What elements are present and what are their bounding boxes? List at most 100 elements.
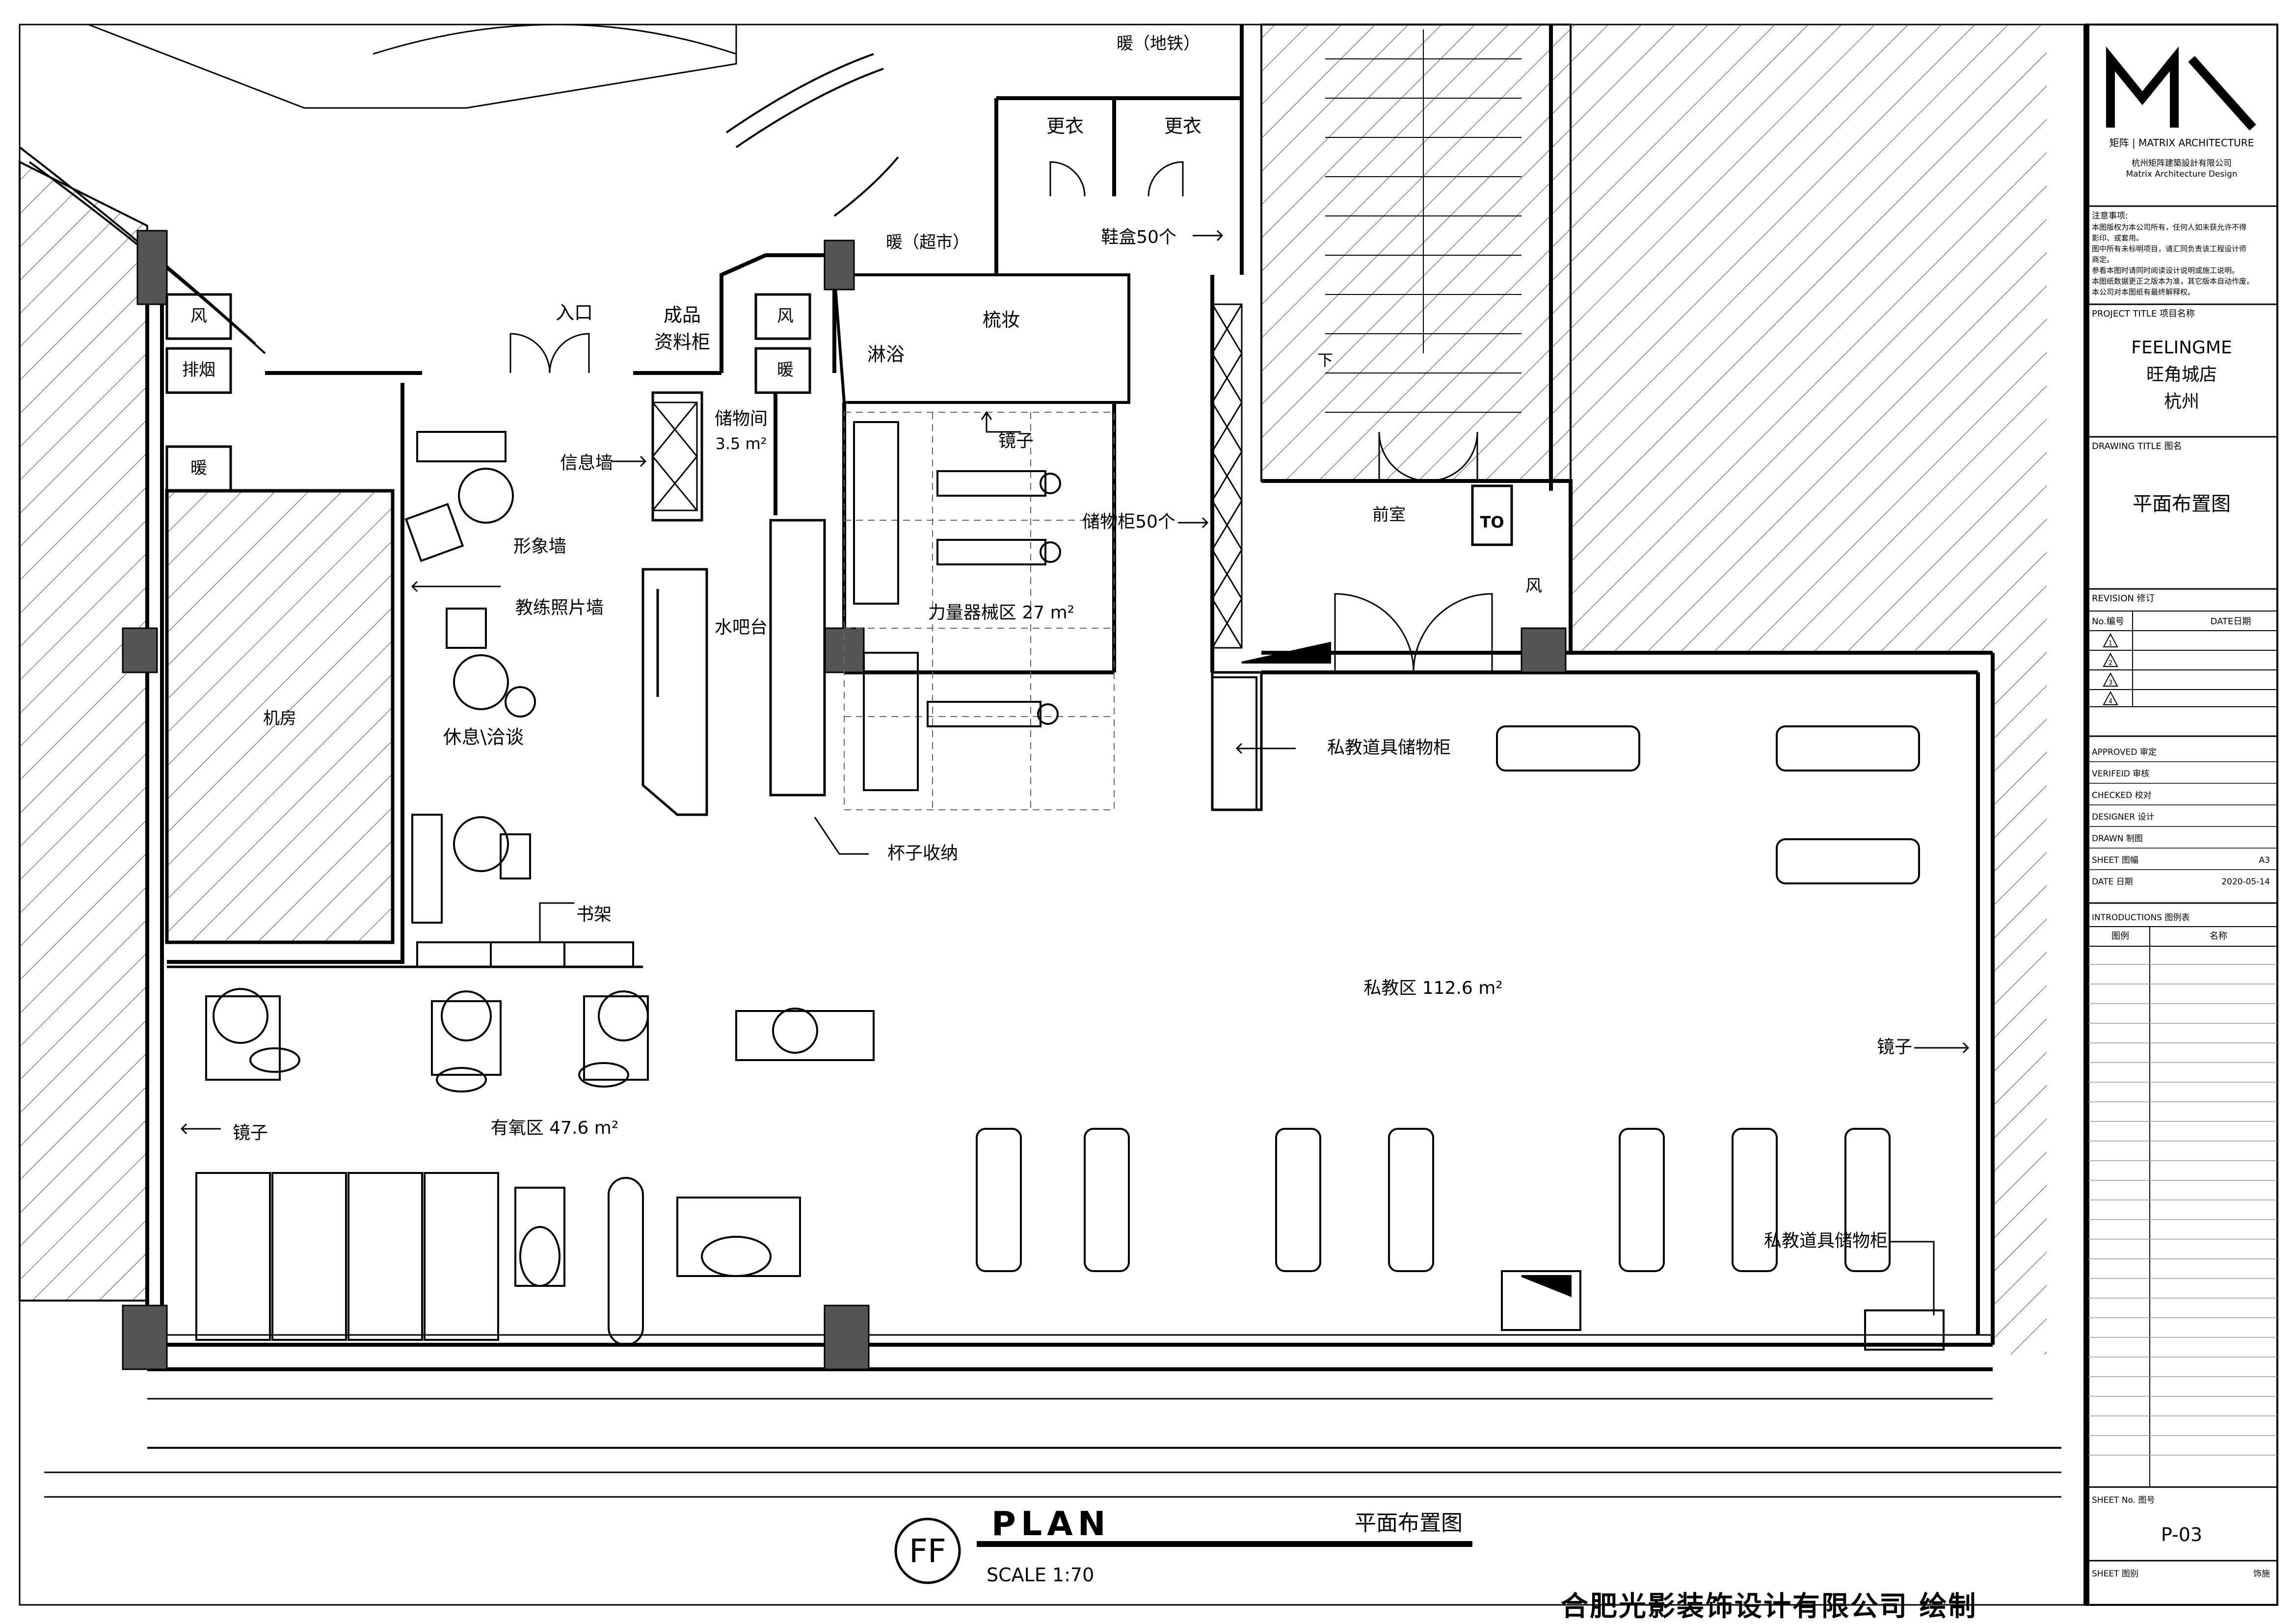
sheet-no: P-03 <box>2161 1524 2202 1545</box>
drawing-title: 平面布置图 <box>2133 493 2231 515</box>
project-title-label: PROJECT TITLE 项目名称 <box>2092 309 2195 319</box>
label-to: TO <box>1480 513 1504 532</box>
rev-mark-3: 3 <box>2109 679 2112 687</box>
legend-col-1: 图例 <box>2111 931 2129 941</box>
sheet-cat-label: SHEET 图别 <box>2092 1569 2138 1579</box>
label-coach-photo-wall: 教练照片墙 <box>515 598 604 618</box>
note-line-5: 参看本图时请同时阅读设计说明或施工说明。 <box>2092 266 2239 275</box>
note-line-4: 商定。 <box>2092 255 2114 264</box>
aerobic-machines <box>195 988 875 1346</box>
project-line-1: FEELINGME <box>2131 338 2232 358</box>
credit-text: 合肥光影装饰设计有限公司 绘制 <box>1561 1590 1977 1623</box>
approval-label-7: DATE 日期 <box>2092 877 2133 887</box>
label-mirror-1: 镜子 <box>998 431 1034 451</box>
label-heat-1: 暖 <box>190 458 207 478</box>
label-storage-room: 储物间 <box>715 409 768 429</box>
logo: 矩阵 | MATRIX ARCHITECTURE 杭州矩阵建築設計有限公司 Ma… <box>2106 46 2256 179</box>
label-heat-2: 暖 <box>777 360 794 380</box>
legend-col-2: 名称 <box>2210 931 2227 941</box>
approval-label-3: CHECKED 校对 <box>2092 791 2152 800</box>
label-bookshelf: 书架 <box>576 905 612 925</box>
label-strength-area: 力量器械区 27 m² <box>928 603 1074 623</box>
plan-subtitle: 平面布置图 <box>1355 1511 1463 1536</box>
walls <box>44 25 2061 1498</box>
rev-mark-4: 4 <box>2109 698 2112 705</box>
room-labels: 风 排烟 暖 机房 入口 成品 资料柜 风 暖 暖（超市） 暖（地铁） 更衣 更… <box>182 34 1912 1251</box>
sheet-cat: 饰施 <box>2253 1569 2270 1579</box>
training-benches <box>976 725 1920 1272</box>
label-down: 下 <box>1317 351 1333 370</box>
storage-cabinets <box>1211 641 1945 1351</box>
label-water-bar: 水吧台 <box>715 617 768 638</box>
label-trainer-storage-1: 私教道具储物柜 <box>1327 738 1451 758</box>
water-bar <box>641 519 826 816</box>
label-dresser: 梳妆 <box>983 309 1020 331</box>
label-document-cabinet: 资料柜 <box>654 331 710 353</box>
label-cup-storage: 杯子收纳 <box>887 843 958 863</box>
label-private-training-area: 私教区 112.6 m² <box>1363 978 1502 998</box>
approval-label-1: APPROVED 审定 <box>2092 747 2157 757</box>
company-cn: 杭州矩阵建築設計有限公司 <box>2132 159 2232 168</box>
label-fan-1: 风 <box>190 306 207 326</box>
approval-label-4: DESIGNER 设计 <box>2092 812 2154 822</box>
label-lounge: 休息\洽谈 <box>443 726 524 748</box>
logo-line: 矩阵 | MATRIX ARCHITECTURE <box>2109 137 2254 149</box>
title-underline <box>977 1541 1472 1547</box>
label-trainer-storage-2: 私教道具储物柜 <box>1764 1231 1888 1251</box>
label-entrance: 入口 <box>556 302 593 323</box>
notes-title: 注意事项: <box>2092 211 2128 221</box>
leader-lines <box>180 230 1970 1315</box>
hatched-areas <box>19 24 2047 1355</box>
approval-label-5: DRAWN 制图 <box>2092 834 2143 844</box>
label-fan-3: 风 <box>1525 576 1542 596</box>
note-line-7: 本公司对本图纸有最终解释权。 <box>2092 288 2195 296</box>
plan-title: PLAN <box>991 1505 1111 1544</box>
note-line-3: 图中所有未标明项目，请汇同负责该工程设计师 <box>2092 244 2246 253</box>
note-line-6: 本图纸数据更正之版本为准，其它版本自动作废。 <box>2092 277 2254 286</box>
date-value: 2020-05-14 <box>2221 877 2270 887</box>
strength-area-grid <box>844 412 1115 810</box>
drawing-footer: FF PLAN 平面布置图 SCALE 1:70 合肥光影装饰设计有限公司 绘制 <box>894 1505 1977 1623</box>
label-machine-room: 机房 <box>263 709 296 728</box>
sheet-badge-circle <box>894 1518 961 1584</box>
locker-stack <box>652 303 1243 649</box>
label-image-wall: 形象墙 <box>513 536 566 557</box>
project-line-2: 旺角城店 <box>2146 365 2217 385</box>
legend-label: INTRODUCTIONS 图例表 <box>2092 913 2189 923</box>
sheet-no-label: SHEET No. 图号 <box>2092 1495 2155 1505</box>
drawing-title-label: DRAWING TITLE 图名 <box>2092 441 2182 452</box>
label-lockers: 储物柜50个 <box>1082 512 1175 532</box>
doors <box>509 161 1493 673</box>
label-heat-metro: 暖（地铁） <box>1117 34 1200 53</box>
label-mirror-3: 镜子 <box>233 1123 268 1143</box>
title-block: 矩阵 | MATRIX ARCHITECTURE 杭州矩阵建築設計有限公司 Ma… <box>2083 24 2278 1606</box>
shaft-boxes <box>165 293 1513 546</box>
stair <box>1325 29 1522 413</box>
label-heat-supermarket: 暖（超市） <box>886 233 969 252</box>
label-anteroom: 前室 <box>1372 505 1406 525</box>
sheet-badge: FF <box>909 1532 946 1570</box>
rev-no-label: No.编号 <box>2092 616 2124 627</box>
approval-label-2: VERIFEID 审核 <box>2092 769 2149 779</box>
label-aerobic-area: 有氧区 47.6 m² <box>491 1118 619 1138</box>
label-changing-room-2: 更衣 <box>1164 115 1201 137</box>
rev-mark-1: 1 <box>2109 640 2112 647</box>
rev-mark-triangles <box>2103 633 2118 705</box>
revision-label: REVISION 修订 <box>2092 593 2155 604</box>
label-shower: 淋浴 <box>867 344 905 365</box>
approval-label-6: SHEET 图幅 <box>2092 855 2138 865</box>
sheet-size-value: A3 <box>2259 855 2270 865</box>
label-product: 成品 <box>664 304 701 326</box>
bookshelf <box>416 941 634 968</box>
note-line-1: 本图版权为本公司所有，任何人如未获允许不得 <box>2092 223 2246 232</box>
label-info-wall: 信息墙 <box>560 453 613 473</box>
label-changing-room-1: 更衣 <box>1046 115 1084 137</box>
label-fan-2: 风 <box>777 306 794 326</box>
company-en: Matrix Architecture Design <box>2126 169 2237 179</box>
lounge-furniture <box>404 431 536 924</box>
strength-machines <box>853 421 1061 791</box>
note-line-2: 影印、或套用。 <box>2092 234 2143 242</box>
rev-mark-2: 2 <box>2109 660 2112 667</box>
label-mirror-2: 镜子 <box>1877 1037 1912 1057</box>
label-shoe-boxes: 鞋盒50个 <box>1101 227 1176 247</box>
